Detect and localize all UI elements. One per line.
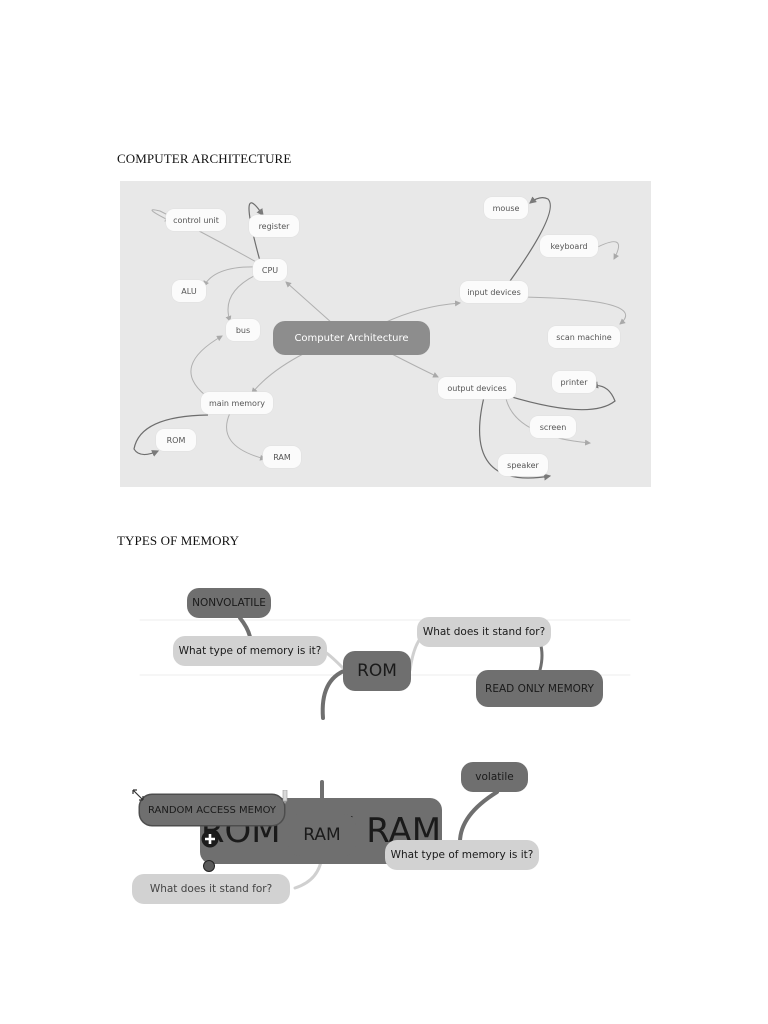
node-ram-stand-question[interactable]: What does it stand for? (132, 874, 290, 904)
node-rom[interactable]: ROM (156, 429, 196, 451)
connector-dot[interactable] (203, 860, 215, 872)
node-scan-machine[interactable]: scan machine (548, 326, 620, 348)
node-speaker[interactable]: speaker (498, 454, 548, 476)
heading-computer-architecture: COMPUTER ARCHITECTURE (117, 151, 292, 166)
node-random-access-memory[interactable]: RANDOM ACCESS MEMOY (140, 795, 284, 825)
node-read-only-memory[interactable]: READ ONLY MEMORY (476, 670, 603, 707)
node-input-devices[interactable]: input devices (460, 281, 528, 303)
node-rom-type-question[interactable]: What type of memory is it? (173, 636, 327, 666)
node-bus[interactable]: bus (226, 319, 260, 341)
node-control-unit[interactable]: control unit (166, 209, 226, 231)
node-main-memory[interactable]: main memory (201, 392, 273, 414)
node-volatile[interactable]: volatile (461, 762, 528, 792)
node-screen[interactable]: screen (530, 416, 576, 438)
rom-and-ram-mind-map: ROM and RAM ROM RAM NONVOLATILE What typ… (130, 580, 640, 910)
node-nonvolatile[interactable]: NONVOLATILE (187, 588, 271, 618)
node-rom[interactable]: ROM (343, 651, 411, 691)
pencil-icon[interactable] (280, 789, 290, 804)
node-ram-type-question[interactable]: What type of memory is it? (385, 840, 539, 870)
resize-arrow-icon[interactable] (132, 788, 144, 801)
node-alu[interactable]: ALU (172, 280, 206, 302)
node-cpu[interactable]: CPU (253, 259, 287, 281)
center-node-computer-architecture[interactable]: Computer Architecture (273, 321, 430, 355)
node-register[interactable]: register (249, 215, 299, 237)
node-output-devices[interactable]: output devices (438, 377, 516, 399)
node-printer[interactable]: printer (552, 371, 596, 393)
computer-architecture-mind-map: Computer Architecture control unit regis… (120, 181, 651, 487)
heading-types-of-memory: TYPES OF MEMORY (117, 533, 240, 548)
plus-circle-icon[interactable] (201, 830, 219, 848)
node-ram[interactable]: RAM (288, 814, 356, 856)
node-ram[interactable]: RAM (263, 446, 301, 468)
node-rom-stand-question[interactable]: What does it stand for? (417, 617, 551, 647)
node-keyboard[interactable]: keyboard (540, 235, 598, 257)
node-mouse[interactable]: mouse (484, 197, 528, 219)
